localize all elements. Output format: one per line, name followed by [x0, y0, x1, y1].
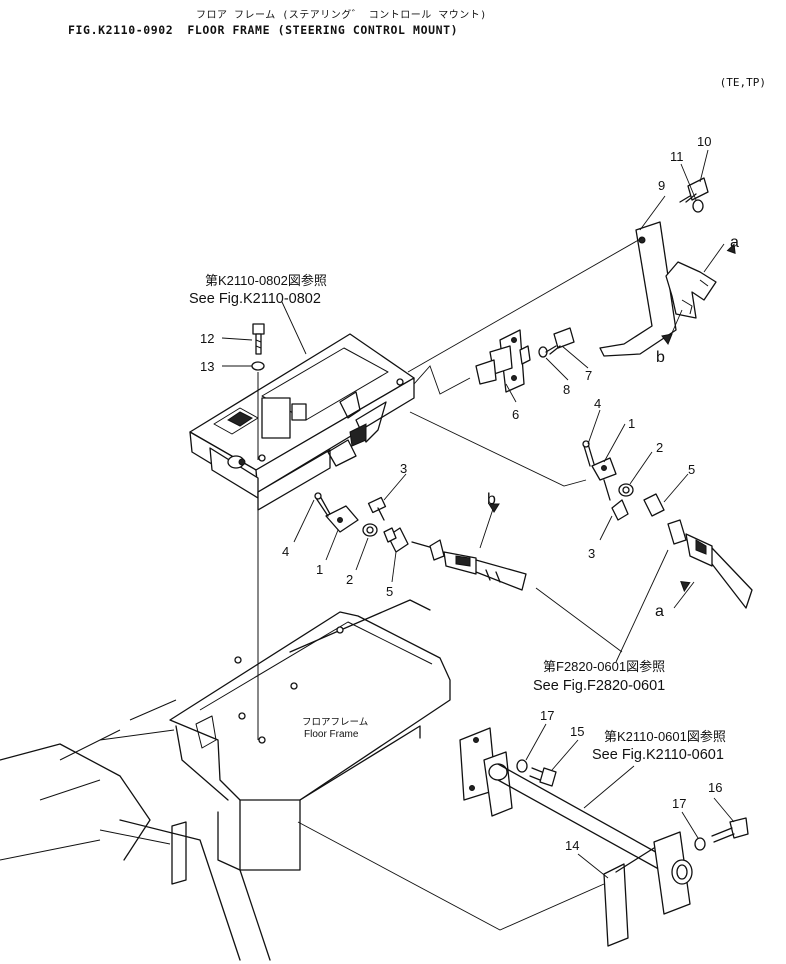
callout-5-right: 5 — [688, 462, 695, 477]
callout-16: 16 — [708, 780, 722, 795]
callout-2-right: 2 — [656, 440, 663, 455]
part-10-bolt — [679, 177, 709, 203]
figure-number: FIG.K2110-0902 — [68, 23, 174, 37]
floor-frame-label-jp: フロアフレーム — [302, 717, 368, 728]
model-codes: (TE,TP) — [719, 76, 766, 89]
part-17-washer-lower — [694, 837, 706, 851]
callout-17-upper: 17 — [540, 708, 554, 723]
callout-6: 6 — [512, 407, 519, 422]
callout-11: 11 — [670, 149, 684, 164]
callout-13: 13 — [200, 359, 214, 374]
part-7-bolt — [545, 327, 575, 355]
steering-shaft-assembly — [459, 727, 693, 947]
part-15-bolt — [529, 767, 557, 787]
clip-assembly-right — [582, 440, 665, 521]
callout-4-left: 4 — [282, 544, 289, 559]
floor-frame-label-en: Floor Frame — [304, 729, 359, 740]
callout-12: 12 — [200, 331, 214, 346]
floor-frame — [0, 599, 451, 961]
callout-2-left: 2 — [346, 572, 353, 587]
ref-k2110-0802-en: See Fig.K2110-0802 — [189, 291, 321, 307]
marker-b-upper: b — [656, 349, 665, 366]
ref-k2110-0802-jp: 第K2110-0802図参照 — [205, 273, 327, 288]
callout-15: 15 — [570, 724, 584, 739]
callout-3-left: 3 — [400, 461, 407, 476]
part-11-washer — [692, 199, 704, 213]
ref-f2820-0601-en: See Fig.F2820-0601 — [533, 678, 665, 694]
title-japanese: フロア フレーム (ステアリング゛ コントロール マウント) — [196, 10, 487, 21]
ref-k2110-0601-en: See Fig.K2110-0601 — [592, 747, 724, 763]
clip-assembly-left — [314, 492, 409, 553]
marker-b-lower: b — [487, 491, 496, 508]
control-cable-a — [667, 519, 753, 609]
part-6-bracket — [475, 329, 531, 393]
callout-9: 9 — [658, 178, 665, 193]
callout-1-right: 1 — [628, 416, 635, 431]
callout-5-left: 5 — [386, 584, 393, 599]
callout-7: 7 — [585, 368, 592, 383]
callout-3-right: 3 — [588, 546, 595, 561]
connection-arrows — [488, 243, 736, 593]
ref-k2110-0601-jp: 第K2110-0601図参照 — [604, 729, 726, 744]
title-row: FIG.K2110-0902 FLOOR FRAME (STEERING CONT… — [68, 23, 472, 37]
marker-a-upper: a — [730, 234, 739, 251]
control-console — [189, 333, 415, 511]
callout-leaders — [293, 149, 735, 879]
part-9-bracket — [599, 221, 717, 357]
connection-lines — [281, 237, 725, 931]
part-17-washer-upper — [516, 759, 528, 773]
callout-8: 8 — [563, 382, 570, 397]
callout-14: 14 — [565, 838, 579, 853]
part-12-bolt — [252, 323, 265, 355]
callout-4-right: 4 — [594, 396, 601, 411]
callout-1-left: 1 — [316, 562, 323, 577]
control-cable-b — [411, 539, 527, 591]
ref-f2820-0601-jp: 第F2820-0601図参照 — [543, 659, 665, 674]
marker-a-lower: a — [655, 603, 664, 620]
part-16-bolt — [711, 817, 749, 843]
title-english: FLOOR FRAME (STEERING CONTROL MOUNT) — [187, 23, 459, 37]
callout-10: 10 — [697, 134, 711, 149]
part-13-washer — [251, 361, 265, 371]
callout-17-lower: 17 — [672, 796, 686, 811]
